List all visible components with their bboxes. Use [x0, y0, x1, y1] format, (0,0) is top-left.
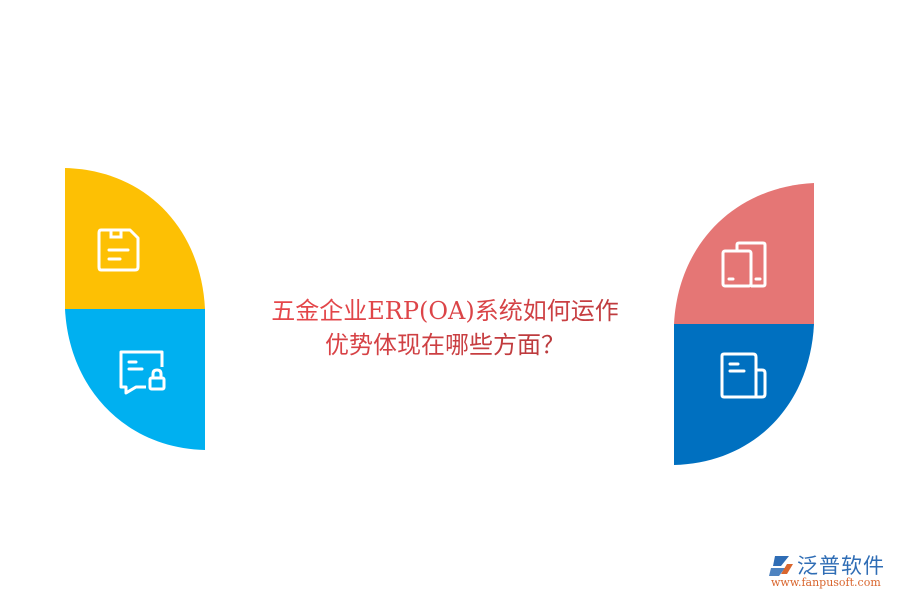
- floppy-disk-icon: [97, 228, 140, 272]
- right-top-segment: [674, 183, 814, 324]
- right-leaf-shape: [674, 183, 814, 465]
- title-line-2: 优势体现在哪些方面？: [230, 328, 660, 362]
- logo-mark-icon: [769, 556, 793, 576]
- left-top-segment: [65, 168, 205, 309]
- left-bottom-segment: [65, 309, 205, 450]
- chat-lock-icon: [119, 350, 166, 395]
- logo-url: www.fanpusoft.com: [771, 576, 881, 589]
- title-line-1: 五金企业ERP(OA)系统如何运作: [230, 294, 660, 328]
- devices-icon: [721, 241, 767, 288]
- document-icon: [720, 352, 767, 399]
- brand-logo: 泛普软件 www.fanpusoft.com: [765, 552, 895, 592]
- left-leaf-shape: [65, 168, 205, 450]
- logo-name: 泛普软件: [797, 554, 885, 578]
- right-bottom-segment: [674, 324, 814, 465]
- page-title: 五金企业ERP(OA)系统如何运作 优势体现在哪些方面？: [230, 294, 660, 362]
